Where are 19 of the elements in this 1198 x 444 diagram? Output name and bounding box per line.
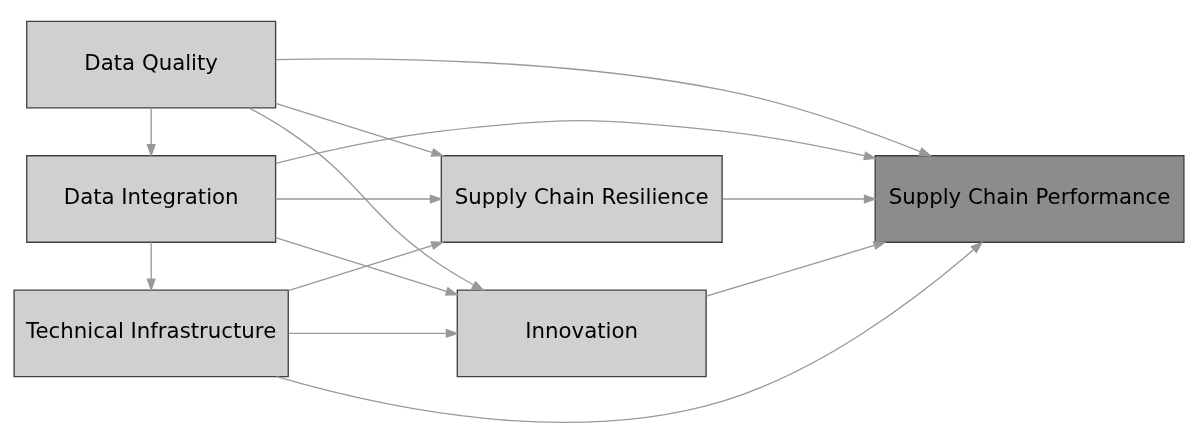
arrow bbox=[287, 328, 460, 339]
node-box: Supply Chain Resilience bbox=[440, 155, 723, 243]
arrow bbox=[275, 102, 445, 157]
node-box: Data Quality bbox=[26, 20, 277, 109]
arrow bbox=[146, 241, 156, 292]
arrow bbox=[276, 241, 984, 424]
node-box: Data Integration bbox=[26, 155, 277, 243]
arrow bbox=[146, 107, 156, 158]
arrow bbox=[705, 241, 887, 297]
arrow bbox=[275, 119, 878, 165]
arrow bbox=[275, 237, 459, 296]
arrow bbox=[275, 58, 933, 157]
node-box: Supply Chain Performance bbox=[874, 155, 1185, 243]
arrow bbox=[248, 107, 485, 292]
node-box: Technical Infrastructure bbox=[13, 289, 289, 378]
arrow bbox=[287, 241, 445, 292]
node-box: Innovation bbox=[456, 289, 707, 378]
arrow bbox=[275, 194, 444, 204]
arrow bbox=[722, 194, 878, 204]
